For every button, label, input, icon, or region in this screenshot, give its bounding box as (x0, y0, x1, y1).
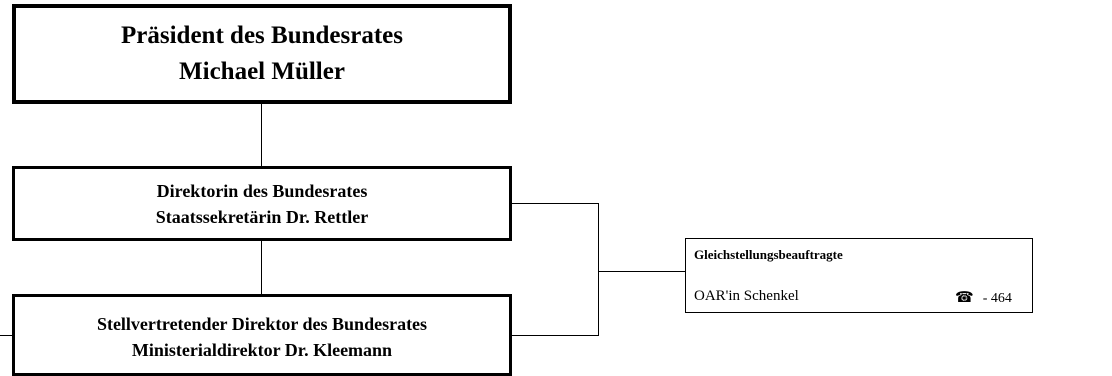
president-box: Präsident des Bundesrates Michael Müller (12, 4, 512, 104)
deputy-name: Ministerialdirektor Dr. Kleemann (131, 340, 393, 360)
equality-officer-name: OAR'in Schenkel (694, 288, 799, 304)
president-title: Präsident des Bundesrates (121, 22, 403, 49)
phone-extension: - 464 (982, 291, 1012, 306)
connector-director-right (512, 203, 598, 204)
connector-vertical-bracket (598, 203, 599, 336)
president-name: Michael Müller (179, 58, 345, 85)
deputy-title: Stellvertretender Direktor des Bundesrat… (96, 314, 428, 334)
equality-officer-phone: ☎ - 464 (955, 288, 1012, 307)
deputy-director-box: Stellvertretender Direktor des Bundesrat… (12, 294, 512, 376)
director-box: Direktorin des Bundesrates Staatssekretä… (12, 166, 512, 241)
connector-deputy-left (0, 335, 12, 336)
director-name: Staatssekretärin Dr. Rettler (155, 206, 369, 227)
connector-equality-officer (598, 271, 685, 272)
equality-officer-box: Gleichstellungsbeauftragte OAR'in Schenk… (685, 238, 1033, 313)
equality-officer-title: Gleichstellungsbeauftragte (694, 247, 843, 262)
director-title: Direktorin des Bundesrates (156, 180, 368, 201)
connector-president-director (261, 104, 262, 166)
telephone-icon: ☎ (955, 290, 974, 306)
connector-deputy-right (512, 335, 598, 336)
connector-director-deputy (261, 241, 262, 294)
